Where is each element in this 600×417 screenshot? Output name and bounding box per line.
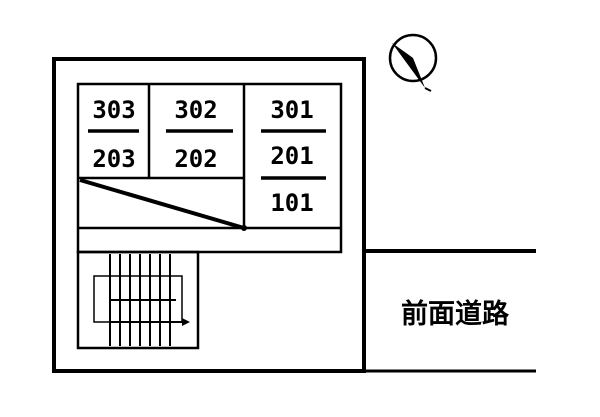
unit-label-201: 201	[270, 142, 313, 170]
unit-label-203: 203	[92, 145, 135, 173]
unit-label-202: 202	[174, 145, 217, 173]
parking-arrow-icon	[182, 318, 190, 326]
bicycle-parking-area	[76, 250, 200, 350]
unit-label-302: 302	[174, 96, 217, 124]
unit-label-101: 101	[270, 189, 313, 217]
corridor-diagonal-end	[241, 225, 247, 231]
parking-enclosure	[76, 250, 200, 350]
unit-label-301: 301	[270, 96, 313, 124]
unit-label-303: 303	[92, 96, 135, 124]
north-arrow-icon	[388, 33, 438, 92]
corridor-diagonal	[79, 178, 245, 230]
building-outline	[76, 82, 343, 254]
lot-boundary	[52, 57, 366, 373]
road-label: 前面道路	[401, 298, 510, 330]
